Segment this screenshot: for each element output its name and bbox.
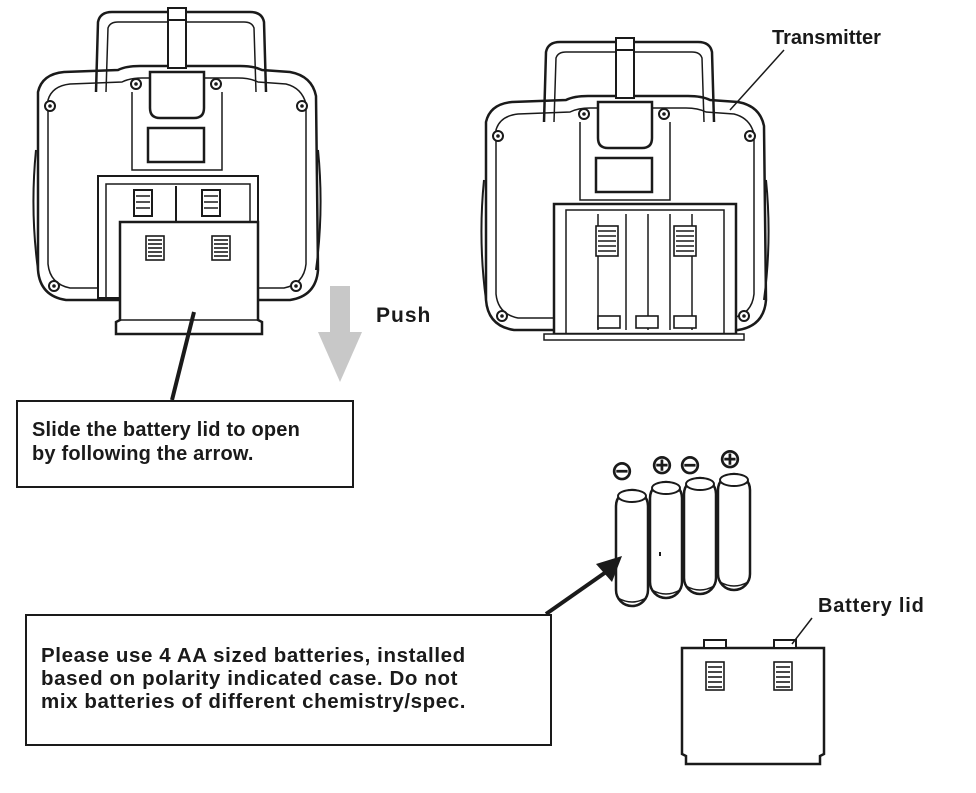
battery-lid [680,639,826,766]
push-label: Push [376,304,431,327]
note-line: Slide the battery lid to open [32,419,301,441]
polarity-minus-icon: ⊖ [610,455,633,486]
pointer-transmitter [729,49,785,111]
pointer-batteries [544,570,608,616]
polarity-minus-icon: ⊖ [678,449,701,480]
note-line: by following the arrow. [32,443,254,465]
battery-lid-sliding [114,220,264,336]
note-line: based on polarity indicated case. Do not [41,667,458,690]
battery-lid-label: Battery lid [818,595,925,617]
polarity-symbols: ⊖ ⊕ ⊖ ⊕ [610,443,741,486]
transmitter-lid-removed [480,36,770,341]
pointer-arrowhead-icon [596,556,622,582]
battery-instruction-note: Please use 4 AA sized batteries, install… [25,614,552,746]
pointer-battery-lid [791,617,813,645]
transmitter-label: Transmitter [772,27,881,49]
note-line: Please use 4 AA sized batteries, install… [41,644,466,667]
pointer-slide-note [170,311,196,401]
polarity-plus-icon: ⊕ [718,443,741,474]
polarity-plus-icon: ⊕ [650,449,673,480]
slide-instruction-note: Slide the battery lid to open by followi… [16,400,354,488]
transmitter-lid-open [32,6,322,401]
aa-batteries [614,472,752,608]
push-arrow-icon [318,286,362,382]
note-line: mix batteries of different chemistry/spe… [41,690,467,713]
